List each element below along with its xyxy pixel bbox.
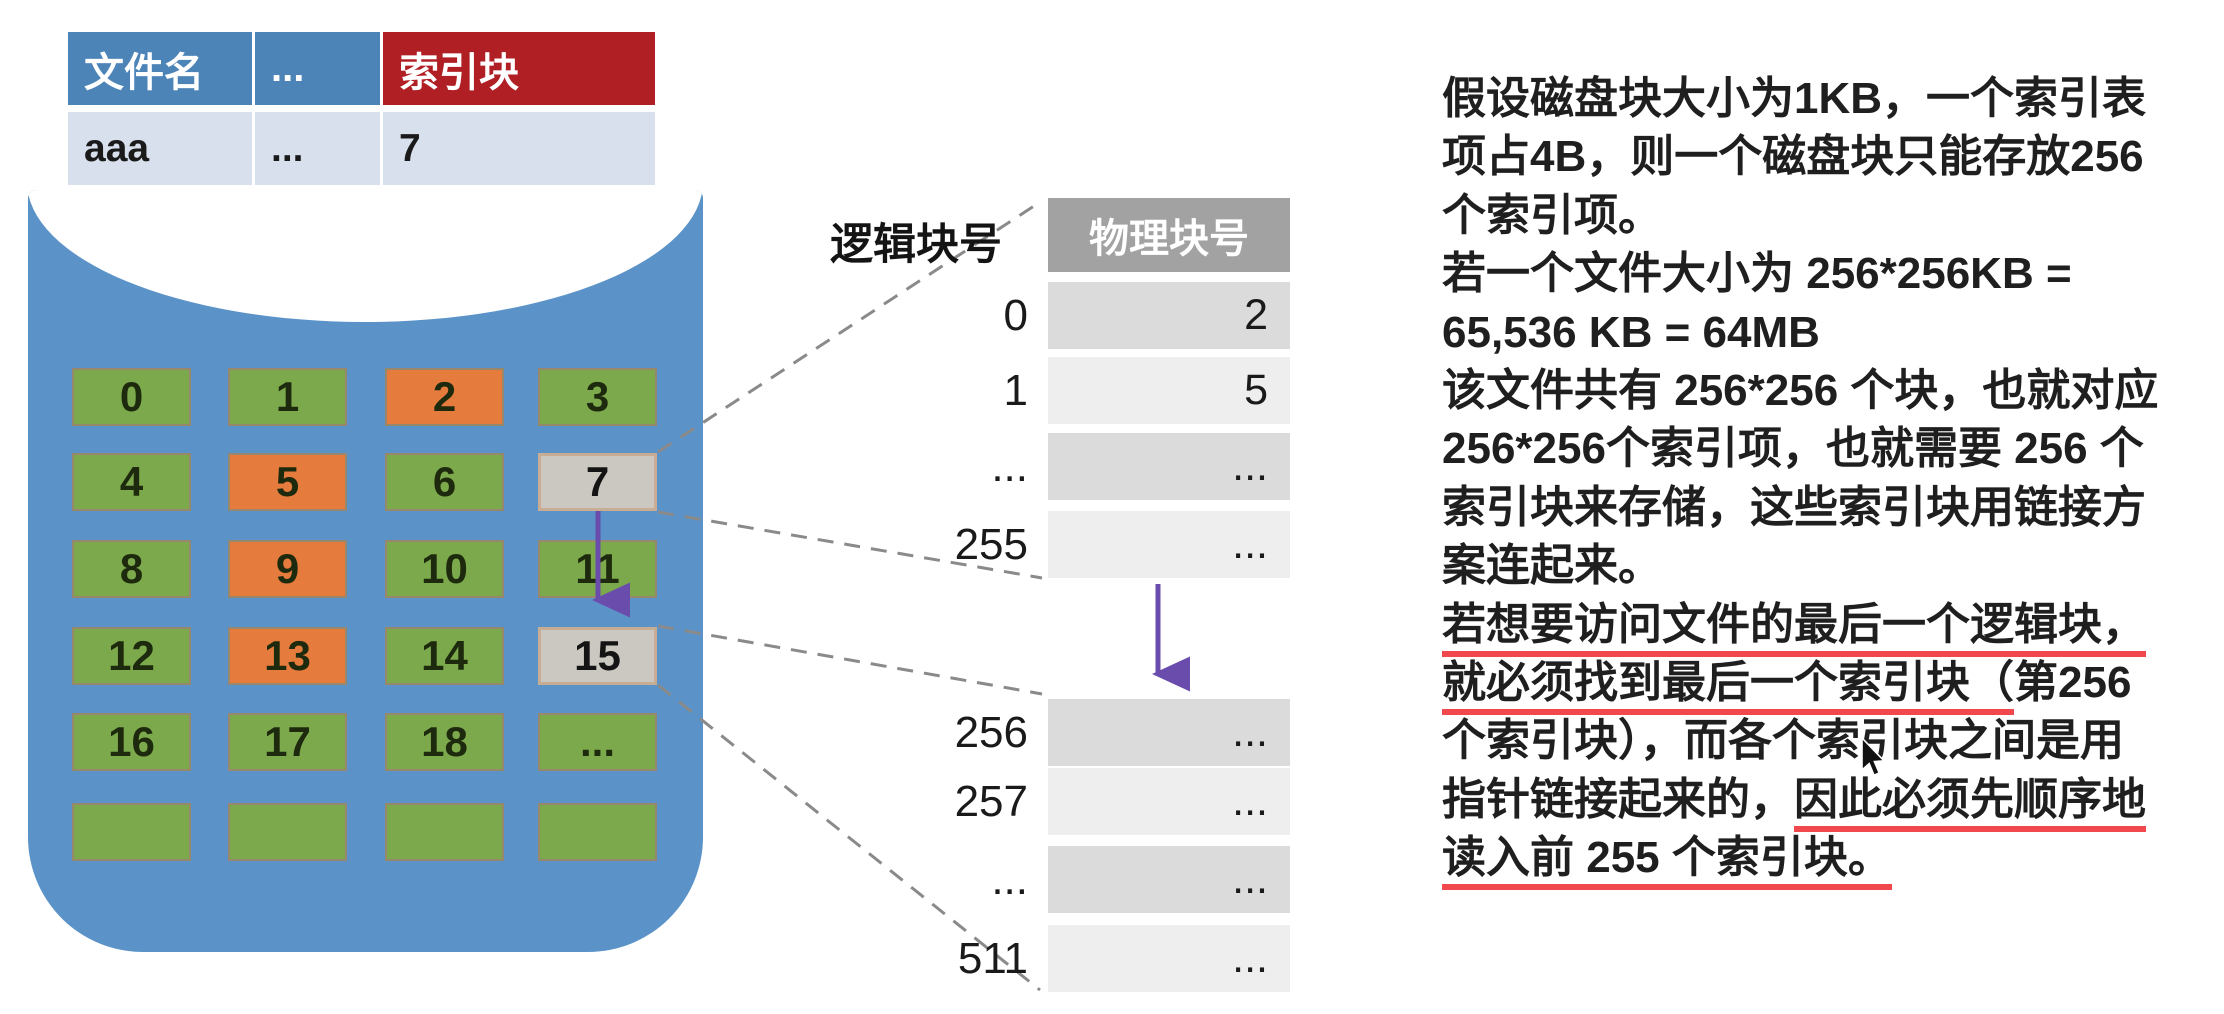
physical-block-row: ... [1048,433,1290,500]
logical-block-number: ... [991,854,1028,904]
explanation-line: 项占4B，则一个磁盘块只能存放256 [1442,128,2202,186]
explanation-line: 假设磁盘块大小为1KB，一个索引表 [1442,70,2202,128]
disk-block-11: 11 [538,540,657,598]
explanation-line: 案连起来。 [1442,537,2202,595]
explanation-line: 256*256个索引项，也就需要 256 个 [1442,420,2202,478]
logical-block-number: 1 [1003,365,1028,415]
disk-block-10: 10 [385,540,504,598]
file-table-header-cell: 文件名 [68,32,252,105]
physical-block-header: 物理块号 [1048,198,1290,272]
file-table-header-cell: 索引块 [383,32,655,105]
explanation-line: 索引块来存储，这些索引块用链接方 [1442,479,2202,537]
plain-text: 第256 [2014,657,2132,707]
disk-block-empty [385,803,504,861]
disk-block-empty [538,803,657,861]
logical-block-number: 256 [954,707,1028,757]
physical-block-row: ... [1048,511,1290,578]
physical-block-row: 5 [1048,357,1290,424]
physical-block-row: 2 [1048,282,1290,349]
disk-block-2: 2 [385,368,504,426]
disk-block-empty [72,803,191,861]
explanation-line: 指针链接起来的，因此必须先顺序地 [1442,771,2202,832]
underlined-text: 读入前 255 个索引块。 [1442,833,1892,891]
disk-block-15: 15 [538,627,657,685]
logical-block-header: 逻辑块号 [830,221,1002,269]
dashed-link-block15-top [657,624,1043,696]
explanation-line: 读入前 255 个索引块。 [1442,829,2202,891]
disk-block-14: 14 [385,627,504,685]
plain-text: 个索引块），而各个索引块之间是用 [1442,716,2124,766]
explanation-line: 就必须找到最后一个索引块（第256 [1442,654,2202,715]
disk-block-empty [228,803,347,861]
explanation-line: 若想要访问文件的最后一个逻辑块， [1442,596,2202,657]
explanation-line: 个索引块），而各个索引块之间是用 [1442,712,2202,770]
file-table-data-cell: 7 [383,112,655,185]
underlined-text: 若想要访问文件的最后一个逻辑块， [1442,599,2146,657]
explanation-line: 该文件共有 256*256 个块，也就对应 [1442,362,2202,420]
plain-text: 个索引项。 [1442,190,1662,240]
disk-block-13: 13 [228,627,347,685]
disk-block-16: 16 [72,713,191,771]
explanation-line: 个索引项。 [1442,187,2202,245]
underlined-text: 因此必须先顺序地 [1794,774,2146,832]
plain-text: 256*256个索引项，也就需要 256 个 [1442,424,2144,474]
underlined-text: 就必须找到最后一个索引块（ [1442,657,2014,715]
plain-text: 该文件共有 256*256 个块，也就对应 [1442,365,2159,415]
explanation-line: 65,536 KB = 64MB [1442,304,2202,362]
physical-block-row: ... [1048,699,1290,766]
mouse-cursor [1861,738,1886,777]
plain-text: 65,536 KB = 64MB [1442,307,1820,357]
logical-block-number: 255 [954,519,1028,569]
physical-block-row: ... [1048,846,1290,913]
plain-text: 若一个文件大小为 256*256KB = [1442,249,2072,299]
disk-block-9: 9 [228,540,347,598]
file-table-data-cell: ... [255,112,380,185]
logical-block-number: 511 [957,933,1028,983]
disk-block-7: 7 [538,453,657,511]
disk-block-8: 8 [72,540,191,598]
logical-block-number: 257 [954,776,1028,826]
disk-block-18: 18 [385,713,504,771]
disk-block-5: 5 [228,453,347,511]
plain-text: 指针链接起来的， [1442,774,1794,824]
disk-block-6: 6 [385,453,504,511]
plain-text: 假设磁盘块大小为1KB，一个索引表 [1442,74,2147,123]
file-table-data-cell: aaa [68,112,252,185]
plain-text: 索引块来存储，这些索引块用链接方 [1442,482,2146,532]
disk-top-arc [28,190,703,322]
file-table-header-cell: ... [255,32,380,105]
explanation-text: 假设磁盘块大小为1KB，一个索引表项占4B，则一个磁盘块只能存放256 个索引项。… [1442,70,2202,891]
logical-block-number: ... [991,441,1028,491]
disk-block-...: ... [538,713,657,771]
disk-block-17: 17 [228,713,347,771]
physical-block-row: ... [1048,768,1290,835]
plain-text: 项占4B，则一个磁盘块只能存放256 [1442,132,2144,182]
logical-block-number: 0 [1003,290,1028,340]
disk-block-1: 1 [228,368,347,426]
disk-block-12: 12 [72,627,191,685]
physical-block-row: ... [1048,925,1290,992]
disk-block-4: 4 [72,453,191,511]
plain-text: 案连起来。 [1442,541,1662,591]
explanation-line: 若一个文件大小为 256*256KB = [1442,245,2202,303]
disk-block-3: 3 [538,368,657,426]
disk-block-0: 0 [72,368,191,426]
